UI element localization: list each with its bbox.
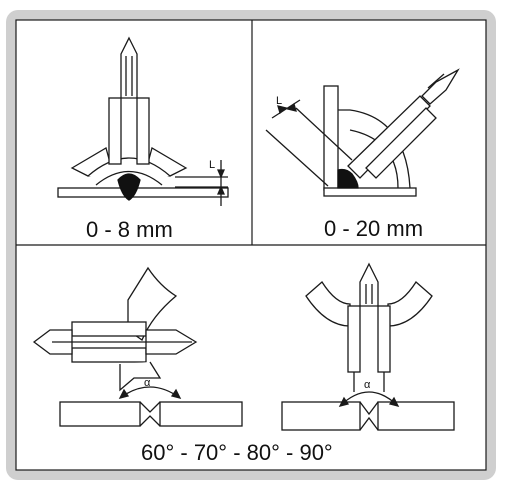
slider-rod-right [136,97,150,165]
angled-arm [347,95,431,179]
dimension-crossbar [271,99,301,119]
slider-rod-left [108,97,122,165]
pointer-tip [120,36,138,99]
vertical-pointer [359,262,379,307]
dimension-letter-left: L [209,159,215,171]
dimension-diagonal-2 [295,107,353,161]
lower-body [119,361,162,392]
corner-weld-gauge-illustration [265,68,460,197]
dimension-diagonal-1 [265,129,329,187]
vertical-rod-left [347,305,361,373]
plate-right [159,401,243,427]
vertical-plate [323,85,339,191]
range-label-corner: 0 - 20 mm [324,216,424,241]
corner-weld-bead [337,168,359,189]
angle-gauge-vertical-illustration [281,262,455,431]
rod-lower [71,347,147,363]
plate-right-2 [377,401,455,431]
horizontal-plate [323,187,417,197]
fillet-weld-gauge-illustration [57,36,229,206]
rod-upper [71,321,147,337]
range-label-fillet: 0 - 8 mm [86,217,173,242]
angle-range-label: 60° - 70° - 80° - 90° [141,440,333,465]
plate-left [59,401,141,427]
dimension-letter-right: L [276,95,282,107]
gauge-arc-inner [95,171,163,186]
plate-left-2 [281,401,361,431]
base-plate [57,187,229,198]
angle-symbol-left: α [144,377,151,389]
weld-bead [117,173,141,201]
angle-symbol-right: α [364,379,371,391]
angle-gauge-horizontal-illustration [32,266,243,427]
wing-right [387,281,433,327]
wing-left [305,281,351,327]
angled-pointer [421,68,460,105]
vertical-rod-right [377,305,391,373]
